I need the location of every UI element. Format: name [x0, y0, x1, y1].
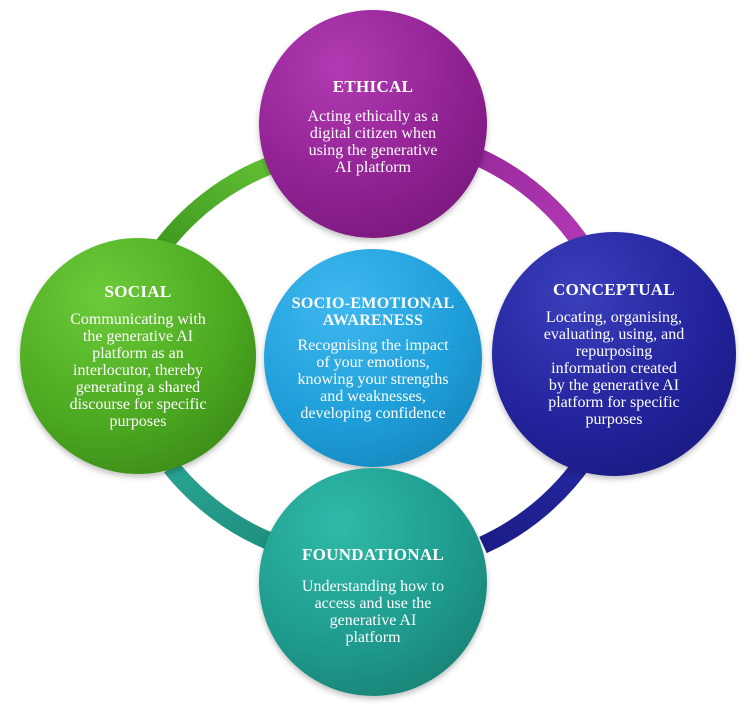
foundational-desc-line: access and use the — [314, 595, 432, 612]
ethical-desc-line: AI platform — [335, 159, 411, 176]
ethical-desc-line: digital citizen when — [309, 125, 437, 142]
arc-social-ethical — [155, 152, 285, 252]
conceptual-desc-line: repurposing — [575, 342, 653, 360]
socio-emotional-desc-line: developing confidence — [300, 404, 446, 422]
ethical-title: ETHICAL — [332, 77, 414, 96]
socio-emotional-desc-line: and weaknesses, — [320, 387, 426, 405]
ethical-node: ETHICAL Acting ethically as a digital ci… — [259, 10, 487, 238]
social-desc-line: discourse for specific — [69, 395, 207, 413]
socio-emotional-title: SOCIO-EMOTIONAL AWARENESS — [292, 295, 455, 329]
social-node: SOCIAL Communicating with the generative… — [20, 238, 256, 474]
arc-ethical-conceptual — [474, 148, 593, 254]
ethical-desc-line: Acting ethically as a — [307, 108, 439, 125]
social-desc-line: purposes — [109, 412, 167, 430]
conceptual-desc-line: information created — [551, 359, 677, 377]
conceptual-node: CONCEPTUAL Locating, organising, evaluat… — [492, 232, 736, 476]
conceptual-desc-line: evaluating, using, and — [543, 325, 685, 343]
social-title: SOCIAL — [104, 281, 172, 301]
foundational-title: FOUNDATIONAL — [301, 545, 445, 564]
ethical-description: Acting ethically as a digital citizen wh… — [307, 108, 438, 176]
socio-emotional-desc-line: of your emotions, — [316, 353, 430, 371]
social-desc-line: interlocutor, thereby — [73, 361, 203, 379]
social-description: Communicating with the generative AI pla… — [70, 311, 207, 430]
socio-emotional-description: Recognising the impact of your emotions,… — [297, 337, 448, 422]
social-desc-line: platform as an — [92, 344, 184, 362]
arc-foundational-social — [163, 461, 278, 552]
social-desc-line: the generative AI — [82, 327, 194, 345]
socio-emotional-desc-line: knowing your strengths — [297, 370, 449, 388]
foundational-desc-line: generative AI — [329, 612, 417, 629]
socio-emotional-desc-line: Recognising the impact — [297, 336, 449, 354]
social-desc-line: Communicating with — [70, 310, 206, 328]
foundational-desc-line: platform — [345, 629, 401, 646]
conceptual-description: Locating, organising, evaluating, using,… — [544, 309, 684, 428]
conceptual-desc-line: purposes — [585, 410, 643, 428]
conceptual-desc-line: Locating, organising, — [545, 308, 683, 326]
foundational-description: Understanding how to access and use the … — [302, 578, 444, 646]
socio-emotional-title-line: SOCIO-EMOTIONAL — [291, 294, 455, 312]
social-desc-line: generating a shared — [75, 378, 201, 396]
conceptual-desc-line: by the generative AI — [548, 376, 680, 394]
socio-emotional-title-line: AWARENESS — [322, 311, 424, 329]
foundational-desc-line: Understanding how to — [301, 578, 445, 595]
ethical-desc-line: using the generative — [308, 142, 438, 159]
conceptual-title: CONCEPTUAL — [552, 279, 675, 299]
arc-conceptual-foundational — [479, 452, 594, 554]
conceptual-desc-line: platform for specific — [548, 393, 680, 411]
foundational-node: FOUNDATIONAL Understanding how to access… — [259, 468, 487, 696]
socio-emotional-node: SOCIO-EMOTIONAL AWARENESS Recognising th… — [264, 249, 482, 467]
